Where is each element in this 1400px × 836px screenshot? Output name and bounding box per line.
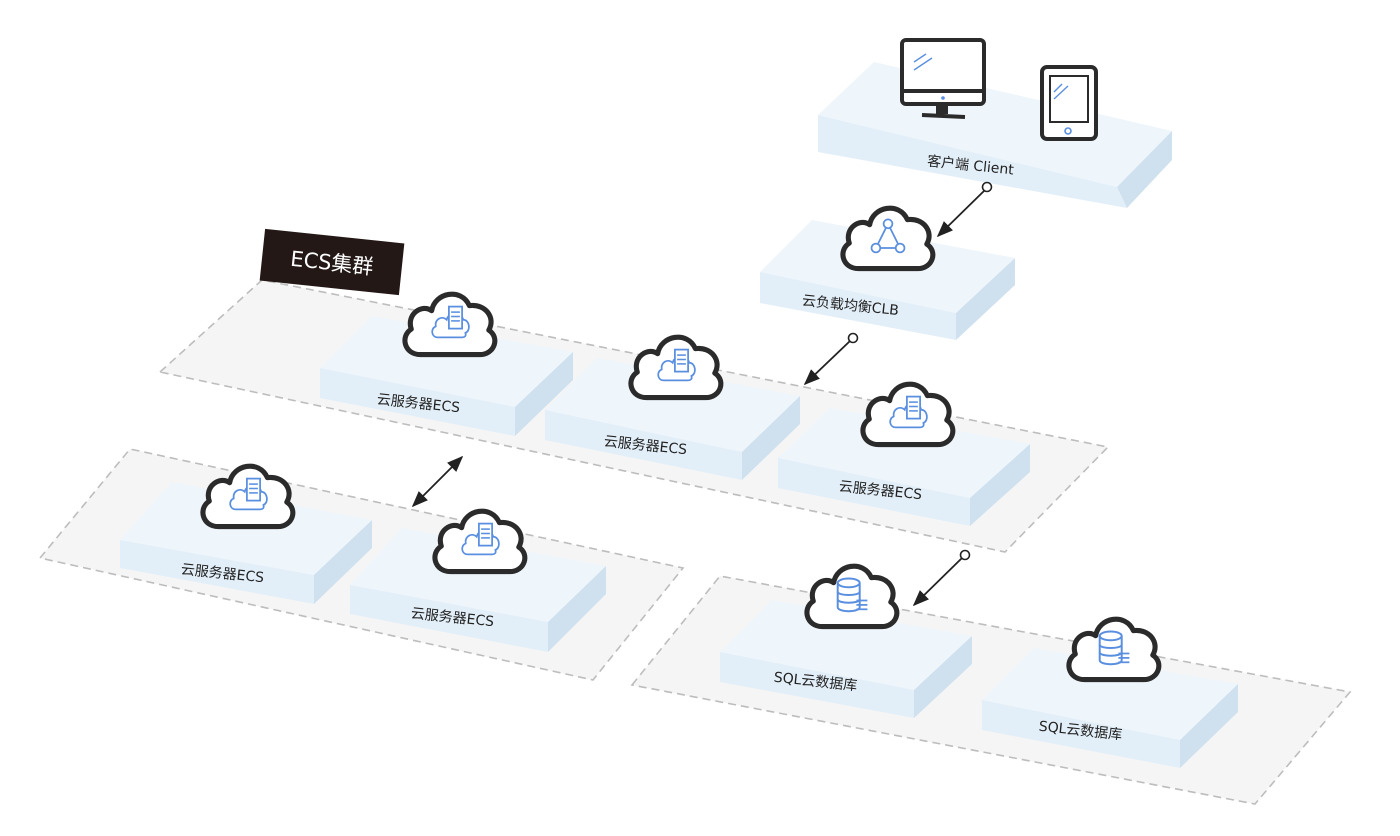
ecs-platform-5: 云服务器ECS [350, 511, 606, 652]
ecs-cluster-tag: ECS集群 [259, 228, 405, 296]
connector-ecs-bidirectional [411, 455, 464, 508]
ecs-platform-2: 云服务器ECS [545, 337, 800, 480]
ecs-platform-1: 云服务器ECS [320, 294, 573, 436]
connector-ecs-sql [912, 549, 971, 607]
sql-platform-1: SQL云数据库 [720, 566, 972, 718]
connector-client-clb [936, 181, 993, 238]
cloud-icon [1069, 619, 1159, 679]
ecs-platform-4: 云服务器ECS [120, 466, 372, 604]
connector-clb-ecs [803, 332, 859, 386]
cloud-icon [843, 208, 933, 268]
database-zone [630, 575, 1352, 805]
desktop-monitor-icon [900, 38, 986, 119]
ecs-platform-3: 云服务器ECS [778, 384, 1030, 526]
cloud-icon [807, 566, 897, 626]
client-platform: 客户端 Client [818, 38, 1172, 208]
tablet-icon [1040, 65, 1098, 141]
sql-platform-2: SQL云数据库 [982, 619, 1238, 768]
clb-platform: 云负载均衡CLB [760, 208, 1015, 340]
